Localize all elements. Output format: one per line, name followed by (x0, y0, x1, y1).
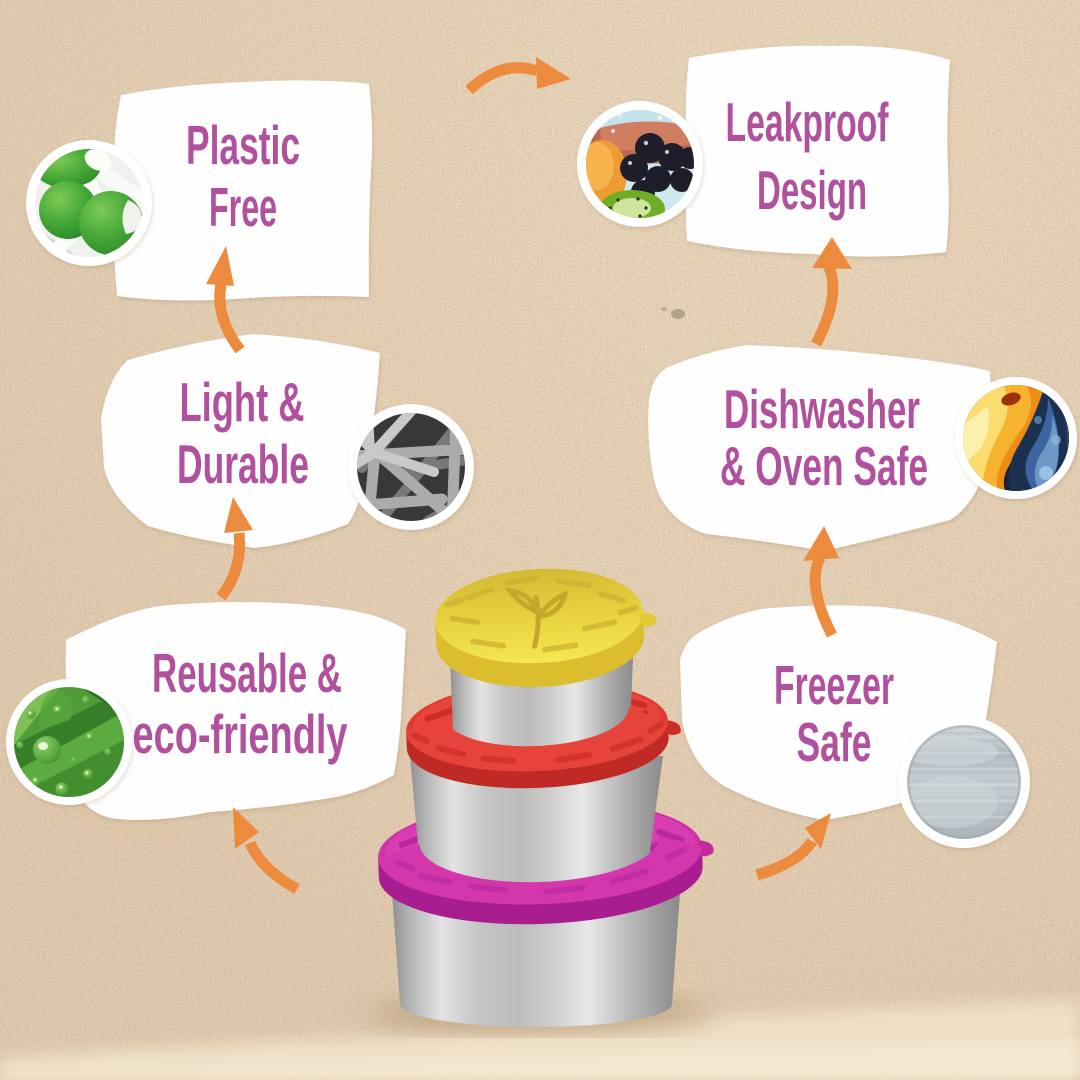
svg-text:Freezer: Freezer (774, 654, 894, 716)
svg-text:eco-friendly: eco-friendly (133, 703, 348, 765)
svg-text:& Oven Safe: & Oven Safe (720, 435, 928, 497)
svg-text:Light &: Light & (180, 371, 305, 433)
svg-text:Design: Design (757, 159, 867, 221)
svg-text:Plastic: Plastic (186, 114, 300, 176)
svg-text:Reusable &: Reusable & (152, 642, 342, 704)
svg-text:Durable: Durable (177, 433, 309, 495)
svg-text:Free: Free (209, 176, 277, 238)
svg-text:Leakproof: Leakproof (726, 91, 889, 153)
svg-text:Safe: Safe (797, 711, 872, 773)
svg-text:Dishwasher: Dishwasher (724, 378, 920, 440)
